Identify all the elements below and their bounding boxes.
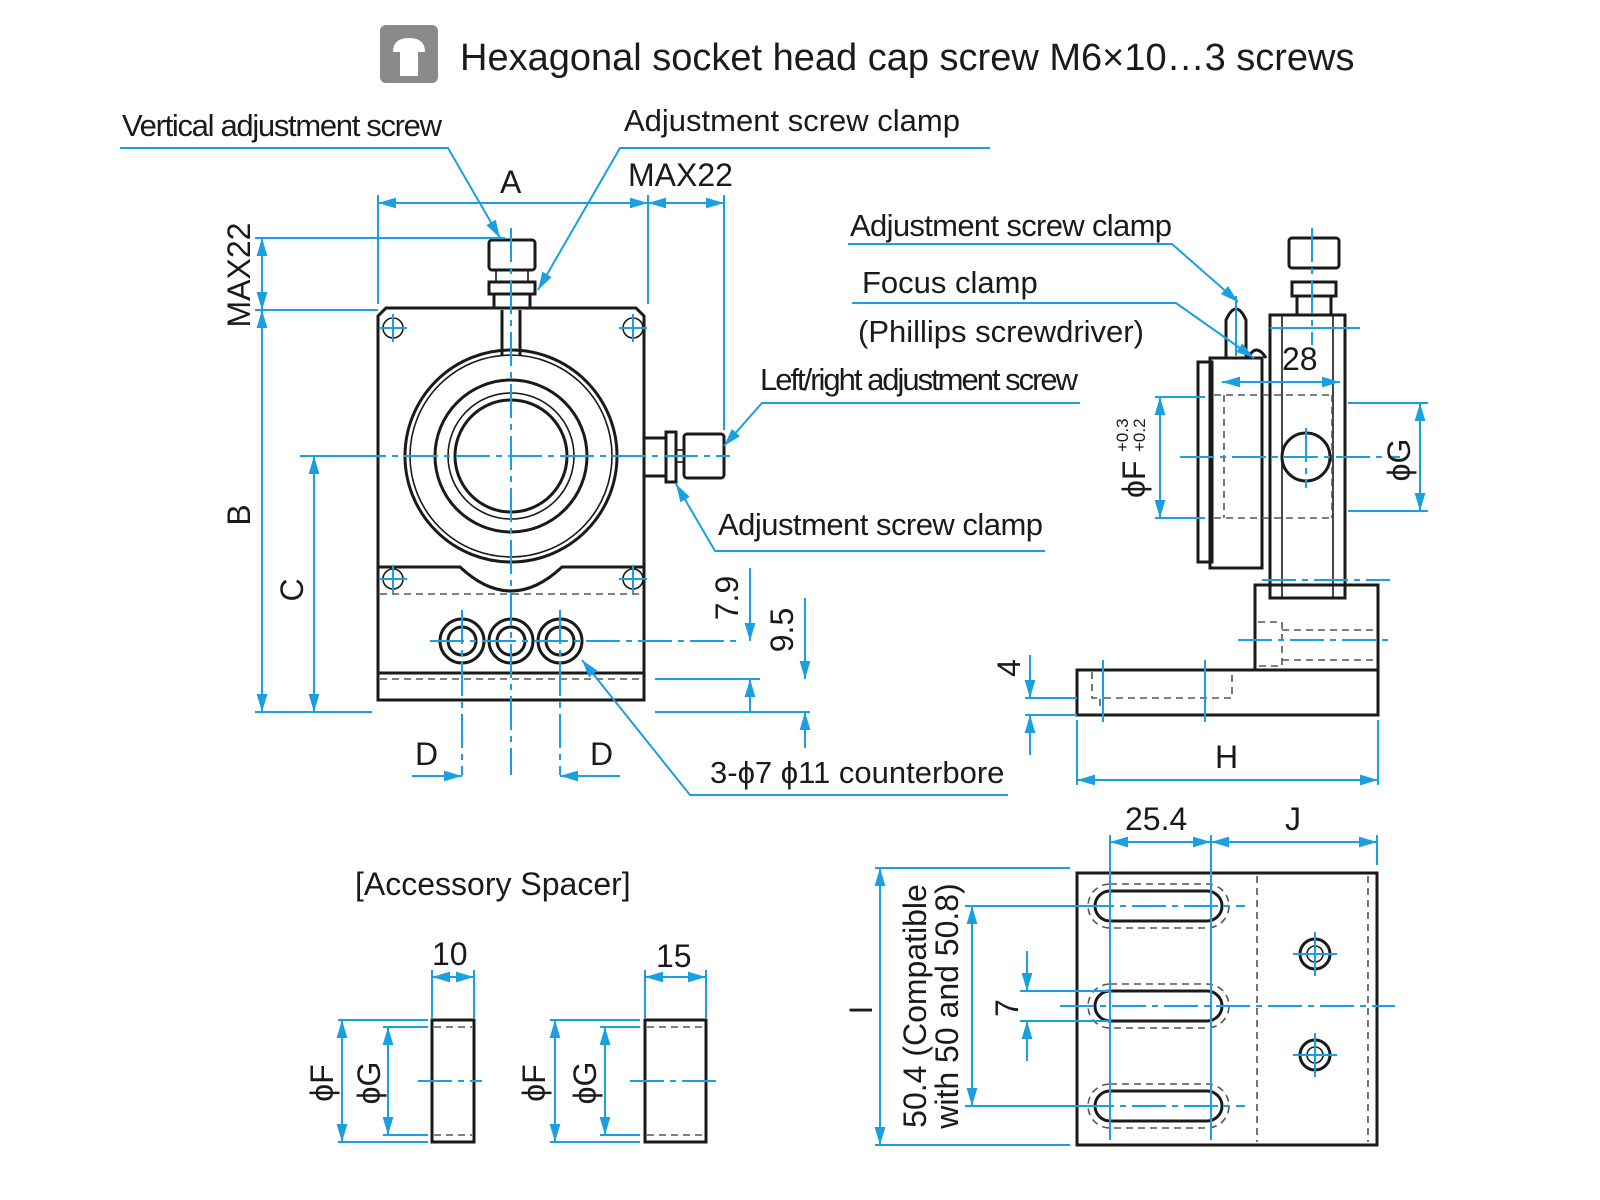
callouts-front: Vertical adjustment screw Adjustment scr… [120, 103, 1080, 796]
dim-H: H [1215, 739, 1238, 775]
spacer-15-phiG: ϕG [567, 1062, 603, 1105]
dim-50-4-line2: with 50 and 50.8) [929, 883, 965, 1130]
dim-D-left: D [415, 736, 438, 772]
dim-B: B [221, 504, 257, 525]
label-focus-clamp-note: (Phillips screwdriver) [858, 314, 1144, 349]
spacer-15-phiF: ϕF [516, 1064, 552, 1101]
label-adjustment-screw-clamp-right: Adjustment screw clamp [718, 507, 1043, 542]
spacer-15: 15 ϕF ϕG [516, 938, 722, 1144]
header: Hexagonal socket head cap screw M6×10…3 … [380, 25, 1355, 83]
label-focus-clamp: Focus clamp [862, 265, 1038, 300]
spacer-10-width: 10 [432, 936, 468, 972]
dim-D-right: D [590, 736, 613, 772]
spacer-10-phiF: ϕF [304, 1064, 340, 1101]
side-view: 28 ϕF +0.3 +0.2 ϕG 4 H [991, 228, 1428, 786]
spacer-15-width: 15 [656, 938, 692, 974]
dim-max22-side: MAX22 [221, 223, 257, 328]
dim-9-5: 9.5 [764, 608, 800, 652]
dim-50-4-line1: 50.4 (Compatible [897, 884, 933, 1128]
base-plate-top-view: 25.4 J I 50.4 (Compatible with 50 and 50… [843, 801, 1395, 1147]
hex-socket-screw-icon [380, 25, 438, 83]
dim-phiF-tol: ϕF [1116, 461, 1152, 498]
dim-28: 28 [1282, 341, 1318, 377]
dim-phiG-side: ϕG [1381, 439, 1417, 482]
dim-max22-top: MAX22 [628, 157, 733, 193]
dim-J: J [1285, 801, 1301, 837]
spacer-10: 10 ϕF ϕG [304, 936, 482, 1144]
label-left-right-adjustment-screw: Left/right adjustment screw [760, 362, 1079, 397]
dim-25-4: 25.4 [1125, 801, 1187, 837]
label-counterbore: 3-ϕ7 ϕ11 counterbore [710, 755, 1004, 790]
spacer-title: [Accessory Spacer] [355, 866, 631, 902]
dim-7-9: 7.9 [709, 576, 745, 620]
front-view: A MAX22 MAX22 B C D D 7.9 9.5 [221, 157, 811, 782]
dim-7: 7 [989, 999, 1025, 1017]
dim-phiF-lower: +0.2 [1130, 418, 1149, 452]
header-title: Hexagonal socket head cap screw M6×10…3 … [460, 37, 1355, 79]
label-vertical-adjustment-screw: Vertical adjustment screw [122, 108, 443, 143]
dim-4: 4 [991, 659, 1027, 677]
callouts-side: Adjustment screw clamp Focus clamp (Phil… [848, 208, 1255, 359]
dim-I: I [843, 1006, 879, 1015]
dim-A: A [500, 164, 522, 200]
spacer-10-phiG: ϕG [351, 1062, 387, 1105]
dim-C: C [274, 578, 310, 601]
label-adjustment-screw-clamp-side: Adjustment screw clamp [850, 208, 1172, 243]
accessory-spacer: [Accessory Spacer] 10 ϕF ϕG 15 [304, 866, 722, 1144]
dim-phiF-upper: +0.3 [1113, 418, 1132, 452]
label-adjustment-screw-clamp-top: Adjustment screw clamp [624, 103, 960, 138]
